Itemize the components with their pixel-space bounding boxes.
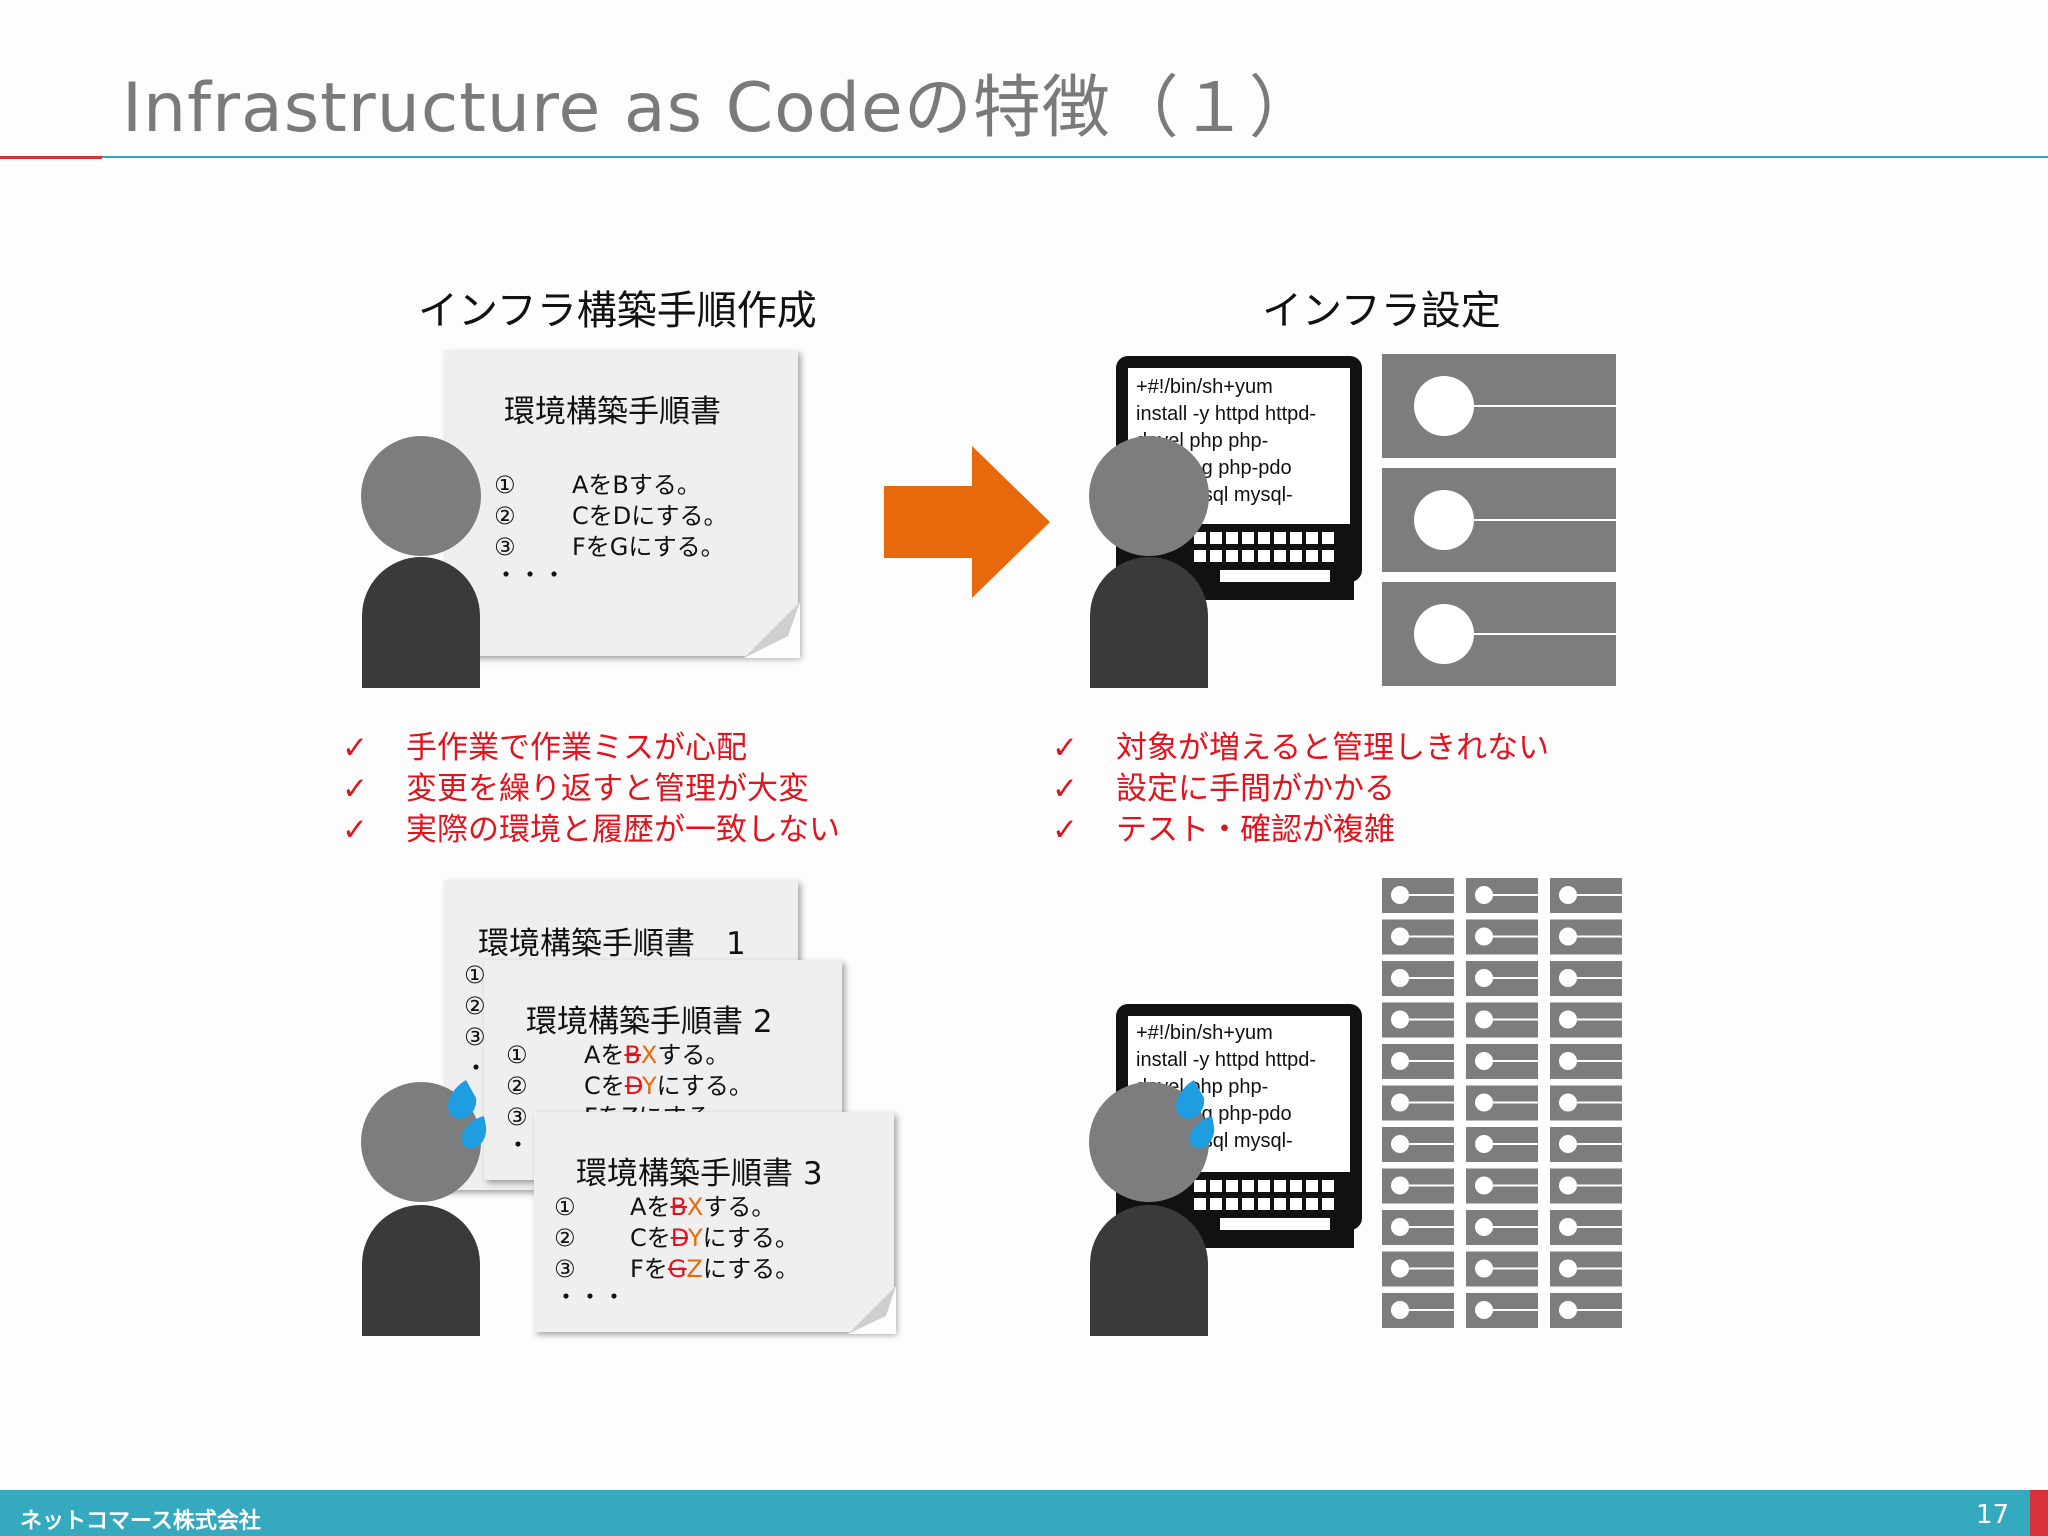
check-icon: ✓ [342, 730, 368, 766]
server-unit-icon [1466, 1044, 1538, 1079]
issue-item: ✓対象が増えると管理しきれない [1052, 728, 1549, 769]
step-number-1: ① [494, 471, 516, 499]
server-unit-icon [1550, 1293, 1622, 1328]
server-unit-icon [1466, 1251, 1538, 1287]
server-unit-icon [1550, 961, 1622, 996]
server-unit-icon [1550, 1085, 1622, 1121]
right-issue-list: ✓対象が増えると管理しきれない ✓設定に手間がかかる ✓テスト・確認が複雑 [1052, 728, 1549, 851]
server-unit-icon [1550, 878, 1622, 913]
check-icon: ✓ [1052, 771, 1078, 807]
title-rule [102, 156, 2048, 158]
server-unit-icon [1466, 1127, 1538, 1162]
server-unit-icon [1382, 1085, 1454, 1121]
server-unit-icon [1466, 878, 1538, 913]
step-ellipsis: ・・・ [494, 561, 566, 589]
server-unit-icon [1382, 878, 1454, 913]
left-heading: インフラ構築手順作成 [418, 288, 817, 334]
step-text-2: CをDYにする。 [584, 1072, 753, 1100]
server-rack-icon [1382, 354, 1616, 686]
step-number-2: ② [494, 502, 516, 530]
step-ellipsis: ・・・ [554, 1283, 626, 1311]
server-unit-icon [1382, 1044, 1454, 1079]
step-text-1: AをBXする。 [630, 1193, 776, 1221]
server-unit-icon [1382, 1168, 1454, 1204]
server-unit-icon [1382, 961, 1454, 996]
page-fold-icon [848, 1286, 896, 1334]
check-icon: ✓ [1052, 730, 1078, 766]
page-fold-icon [744, 602, 800, 658]
server-unit-icon [1550, 919, 1622, 955]
server-unit-icon [1382, 919, 1454, 955]
server-unit-icon [1466, 1293, 1538, 1328]
issue-item: ✓変更を繰り返すと管理が大変 [342, 769, 840, 810]
procedure-document-3: 環境構築手順書 3 ① AをBXする。 ② CをDYにする。 ③ FをGZにする… [534, 1112, 896, 1334]
server-unit-icon [1550, 1210, 1622, 1245]
step-text-3: FをGZにする。 [630, 1255, 800, 1283]
person-icon [1089, 436, 1209, 688]
check-icon: ✓ [1052, 812, 1078, 848]
server-unit-icon [1550, 1044, 1622, 1079]
left-issue-list: ✓手作業で作業ミスが心配 ✓変更を繰り返すと管理が大変 ✓実際の環境と履歴が一致… [342, 728, 840, 851]
footer-accent [2030, 1490, 2048, 1536]
server-grid-icon [1382, 878, 1622, 1328]
issue-item: ✓実際の環境と履歴が一致しない [342, 810, 840, 851]
arrow-right-icon [884, 446, 1050, 598]
server-unit-icon [1466, 1085, 1538, 1121]
company-name: ネットコマース株式会社 [20, 1509, 261, 1534]
server-unit-icon [1382, 1127, 1454, 1162]
step-text-1: AをBする。 [572, 471, 701, 499]
issue-item: ✓設定に手間がかかる [1052, 769, 1549, 810]
check-icon: ✓ [342, 771, 368, 807]
step-text-3: FをGにする。 [572, 533, 725, 561]
server-unit-icon [1382, 1210, 1454, 1245]
server-unit-icon [1466, 919, 1538, 955]
right-heading: インフラ設定 [1262, 288, 1501, 334]
server-unit-icon [1550, 1127, 1622, 1162]
worried-person-icon [1089, 1080, 1215, 1336]
check-icon: ✓ [342, 812, 368, 848]
issue-item: ✓手作業で作業ミスが心配 [342, 728, 840, 769]
server-unit-icon [1466, 961, 1538, 996]
footer-bar [0, 1490, 2030, 1536]
server-unit-icon [1466, 1168, 1538, 1204]
document-title: 環境構築手順書 [504, 394, 721, 430]
server-unit-icon [1550, 1002, 1622, 1038]
step-text-2: CをDYにする。 [630, 1224, 799, 1252]
server-unit-icon [1382, 1293, 1454, 1328]
person-icon [361, 436, 481, 688]
server-unit-icon [1550, 1251, 1622, 1287]
step-text-1: AをBXする。 [584, 1041, 730, 1069]
step-number-3: ③ [494, 533, 516, 561]
title-rule-accent [0, 156, 102, 159]
worried-person-icon [361, 1080, 487, 1336]
slide-title: Infrastructure as Codeの特徴（１） [122, 69, 1318, 148]
procedure-document: 環境構築手順書 ① AをBする。 ② CをDにする。 ③ FをGにする。 ・・・ [444, 350, 800, 658]
server-unit-icon [1466, 1210, 1538, 1245]
server-unit-icon [1382, 1002, 1454, 1038]
server-unit-icon [1382, 1251, 1454, 1287]
server-unit-icon [1466, 1002, 1538, 1038]
step-text-2: CをDにする。 [572, 502, 728, 530]
server-unit-icon [1550, 1168, 1622, 1204]
issue-item: ✓テスト・確認が複雑 [1052, 810, 1549, 851]
page-number: 17 [1976, 1500, 2010, 1530]
